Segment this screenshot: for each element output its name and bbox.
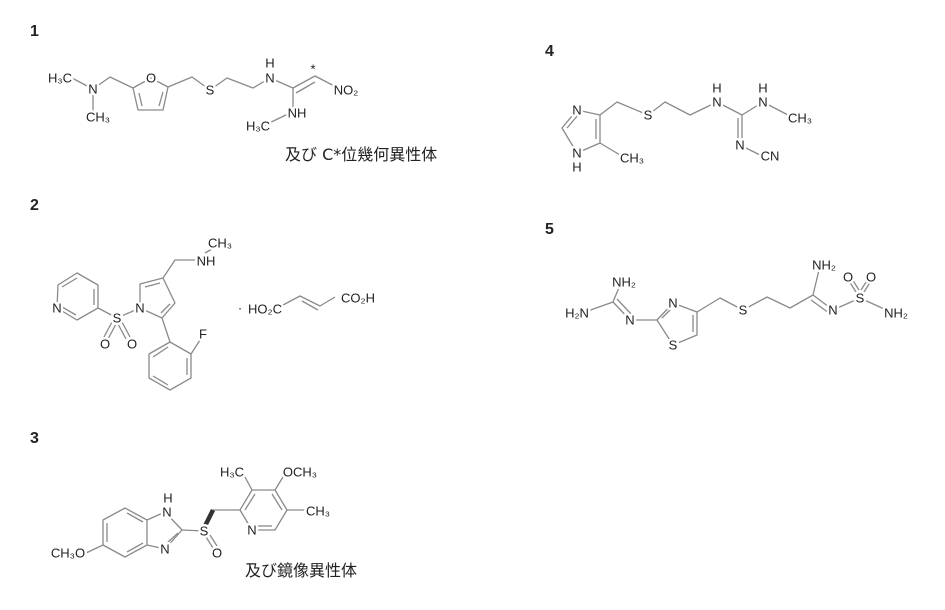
atom-label: NH₂	[612, 275, 636, 290]
atom-label: N	[265, 71, 274, 86]
atom-label: N	[668, 296, 677, 311]
atom-label: S	[739, 303, 748, 318]
compound-1: 1 H₃C N CH₃ O S N H * NO₂ NH H₃C 及び C*位幾…	[30, 23, 437, 164]
atom-label: H	[163, 491, 172, 506]
isomer-note: 及び鏡像異性体	[245, 561, 357, 580]
atom-label: CH₃O	[51, 546, 85, 561]
stereo-star: *	[310, 62, 315, 77]
atom-label: CH₃	[86, 110, 110, 125]
atom-label: N	[625, 313, 634, 328]
atom-label: N	[572, 146, 581, 161]
wedge-bond	[203, 509, 215, 527]
compound-2: 2 N S O O N NH CH₃	[30, 197, 377, 391]
atom-label: S	[200, 524, 209, 539]
atom-label: S	[644, 108, 653, 123]
atom-label: S	[856, 291, 865, 306]
atom-label: CH₃	[306, 504, 330, 519]
atom-label: S	[669, 338, 678, 353]
atom-label: HO₂C	[248, 302, 282, 317]
atom-label: NO₂	[334, 83, 359, 98]
atom-label: H₃C	[48, 71, 72, 86]
atom-label: H₂N	[565, 306, 589, 321]
bonds	[584, 269, 894, 346]
isomer-note: 及び C*位幾何異性体	[285, 145, 437, 164]
atom-label: N	[247, 523, 256, 538]
compound-number: 5	[545, 221, 554, 238]
atom-label: OCH₃	[283, 465, 317, 480]
atom-label: H	[712, 81, 721, 96]
atom-label: N	[572, 103, 581, 118]
bonds	[85, 476, 305, 558]
compound-4: 4 N N H CH₃ S N H N H CH₃ N CN	[545, 43, 815, 177]
bonds	[561, 101, 789, 156]
atom-label: CH₃	[620, 151, 644, 166]
atom-label: H₃C	[220, 465, 244, 480]
atom-label: NH₂	[812, 258, 836, 273]
salt-dot: ·	[238, 301, 242, 316]
atom-label: O	[866, 270, 876, 285]
atom-label: O	[100, 337, 110, 352]
atom-label: CO₂H	[341, 291, 375, 306]
atom-label: N	[712, 95, 721, 110]
atom-label: N	[88, 82, 97, 97]
atom-label: O	[212, 546, 222, 561]
compound-5: 5 NH₂ H₂N N N S S NH₂ N S O O NH₂	[545, 221, 910, 355]
bonds	[71, 75, 343, 127]
atom-label: S	[206, 83, 215, 98]
atom-label: NH	[197, 254, 216, 269]
atom-label: N	[735, 138, 744, 153]
atom-label: F	[199, 327, 207, 342]
atom-label: O	[146, 71, 156, 86]
compound-number: 3	[30, 430, 39, 447]
atom-label: N	[162, 505, 171, 520]
atom-label: N	[758, 95, 767, 110]
atom-label: H	[572, 160, 581, 175]
compound-3: 3 CH₃O H N N S O N H₃C OCH₃	[30, 430, 357, 580]
atom-label: N	[52, 301, 61, 316]
atom-label: S	[113, 311, 122, 326]
atom-label: H₃C	[246, 119, 270, 134]
atom-label: NH₂	[884, 306, 908, 321]
compound-number: 2	[30, 197, 39, 214]
atom-label: H	[758, 81, 767, 96]
atom-label: CH₃	[788, 111, 812, 126]
atom-label: N	[135, 301, 144, 316]
atom-label: N	[160, 542, 169, 557]
atom-label: H	[265, 56, 274, 71]
bonds	[56, 248, 336, 391]
atom-label: O	[843, 270, 853, 285]
atom-label: NH	[288, 106, 307, 121]
compound-number: 4	[545, 43, 554, 60]
atom-label: N	[828, 303, 837, 318]
atom-label: O	[127, 337, 137, 352]
atom-label: CN	[761, 149, 780, 164]
compound-number: 1	[30, 23, 39, 40]
atom-label: CH₃	[208, 236, 232, 251]
